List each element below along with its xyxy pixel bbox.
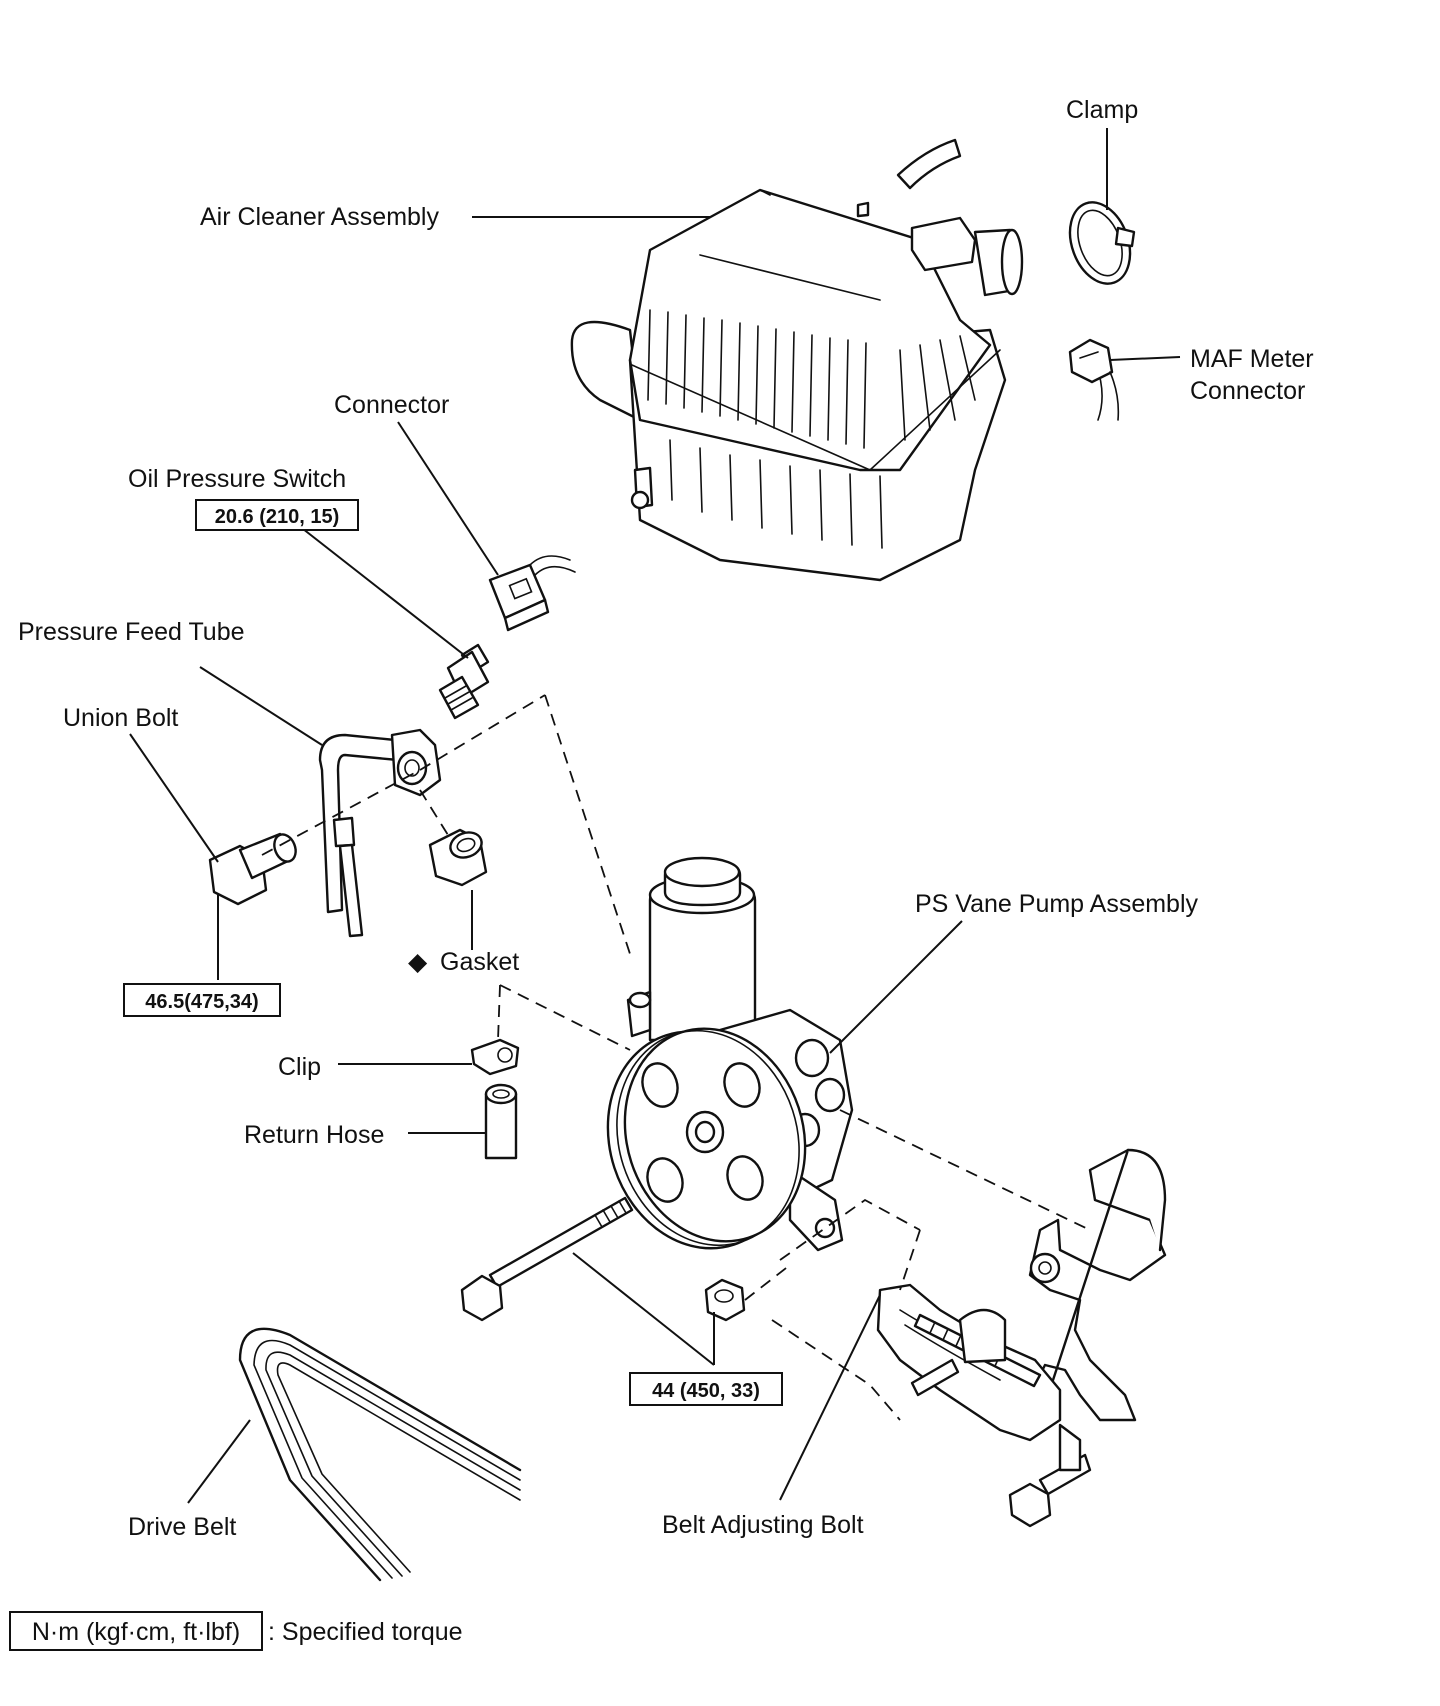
drive-belt-drawing <box>238 1327 522 1582</box>
label-drive-belt: Drive Belt <box>128 1513 236 1541</box>
label-air-cleaner-assembly: Air Cleaner Assembly <box>200 203 439 231</box>
pump-nut-drawing <box>704 1278 746 1322</box>
label-union-bolt: Union Bolt <box>63 704 178 732</box>
alignment-dashed-lines <box>261 694 1091 1421</box>
return-hose-drawing <box>484 1083 518 1160</box>
torque-box-oil-pressure-switch: 20.6 (210, 15) <box>195 499 359 531</box>
label-maf-meter-connector-line2: Connector <box>1190 377 1305 405</box>
label-return-hose: Return Hose <box>244 1121 384 1149</box>
oil-pressure-switch-drawing <box>438 643 490 720</box>
maf-meter-connector-drawing <box>1068 338 1120 421</box>
legend-description: : Specified torque <box>268 1618 463 1646</box>
label-oil-pressure-switch: Oil Pressure Switch <box>128 465 346 493</box>
torque-box-pump-bolts: 44 (450, 33) <box>629 1372 783 1406</box>
pump-mounting-bolt-drawing <box>460 1196 634 1322</box>
union-bolt-drawing <box>208 832 297 906</box>
svg-text:46.5(475,34): 46.5(475,34) <box>145 991 258 1013</box>
clip-drawing <box>470 1038 520 1076</box>
label-clip: Clip <box>278 1053 321 1081</box>
label-pressure-feed-tube: Pressure Feed Tube <box>18 618 245 646</box>
svg-text:44 (450, 33): 44 (450, 33) <box>652 1380 760 1402</box>
clamp-drawing <box>1068 201 1136 285</box>
label-connector: Connector <box>334 391 449 419</box>
label-maf-meter-connector-line1: MAF Meter <box>1190 345 1314 373</box>
connector-drawing <box>488 555 576 632</box>
svg-text:20.6 (210, 15): 20.6 (210, 15) <box>215 506 340 528</box>
air-cleaner-assembly-drawing <box>570 138 1024 582</box>
gasket-drawing <box>428 828 488 887</box>
torque-box-union-bolt: 46.5(475,34) <box>123 983 281 1017</box>
label-belt-adjusting-bolt: Belt Adjusting Bolt <box>662 1511 864 1539</box>
label-ps-vane-pump-assembly: PS Vane Pump Assembly <box>915 890 1199 918</box>
leader-lines <box>129 128 1181 1504</box>
label-clamp: Clamp <box>1066 96 1138 124</box>
legend-unit-box: N·m (kgf·cm, ft·lbf) <box>32 1618 240 1646</box>
label-gasket: Gasket <box>440 948 519 976</box>
gasket-marker: ◆ <box>408 948 428 976</box>
torque-legend: N·m (kgf·cm, ft·lbf) : Specified torque <box>9 1611 463 1651</box>
pump-bracket-drawing <box>876 1148 1167 1528</box>
ps-vane-pump-drawing <box>606 856 854 1252</box>
pressure-feed-tube-drawing <box>318 728 442 938</box>
